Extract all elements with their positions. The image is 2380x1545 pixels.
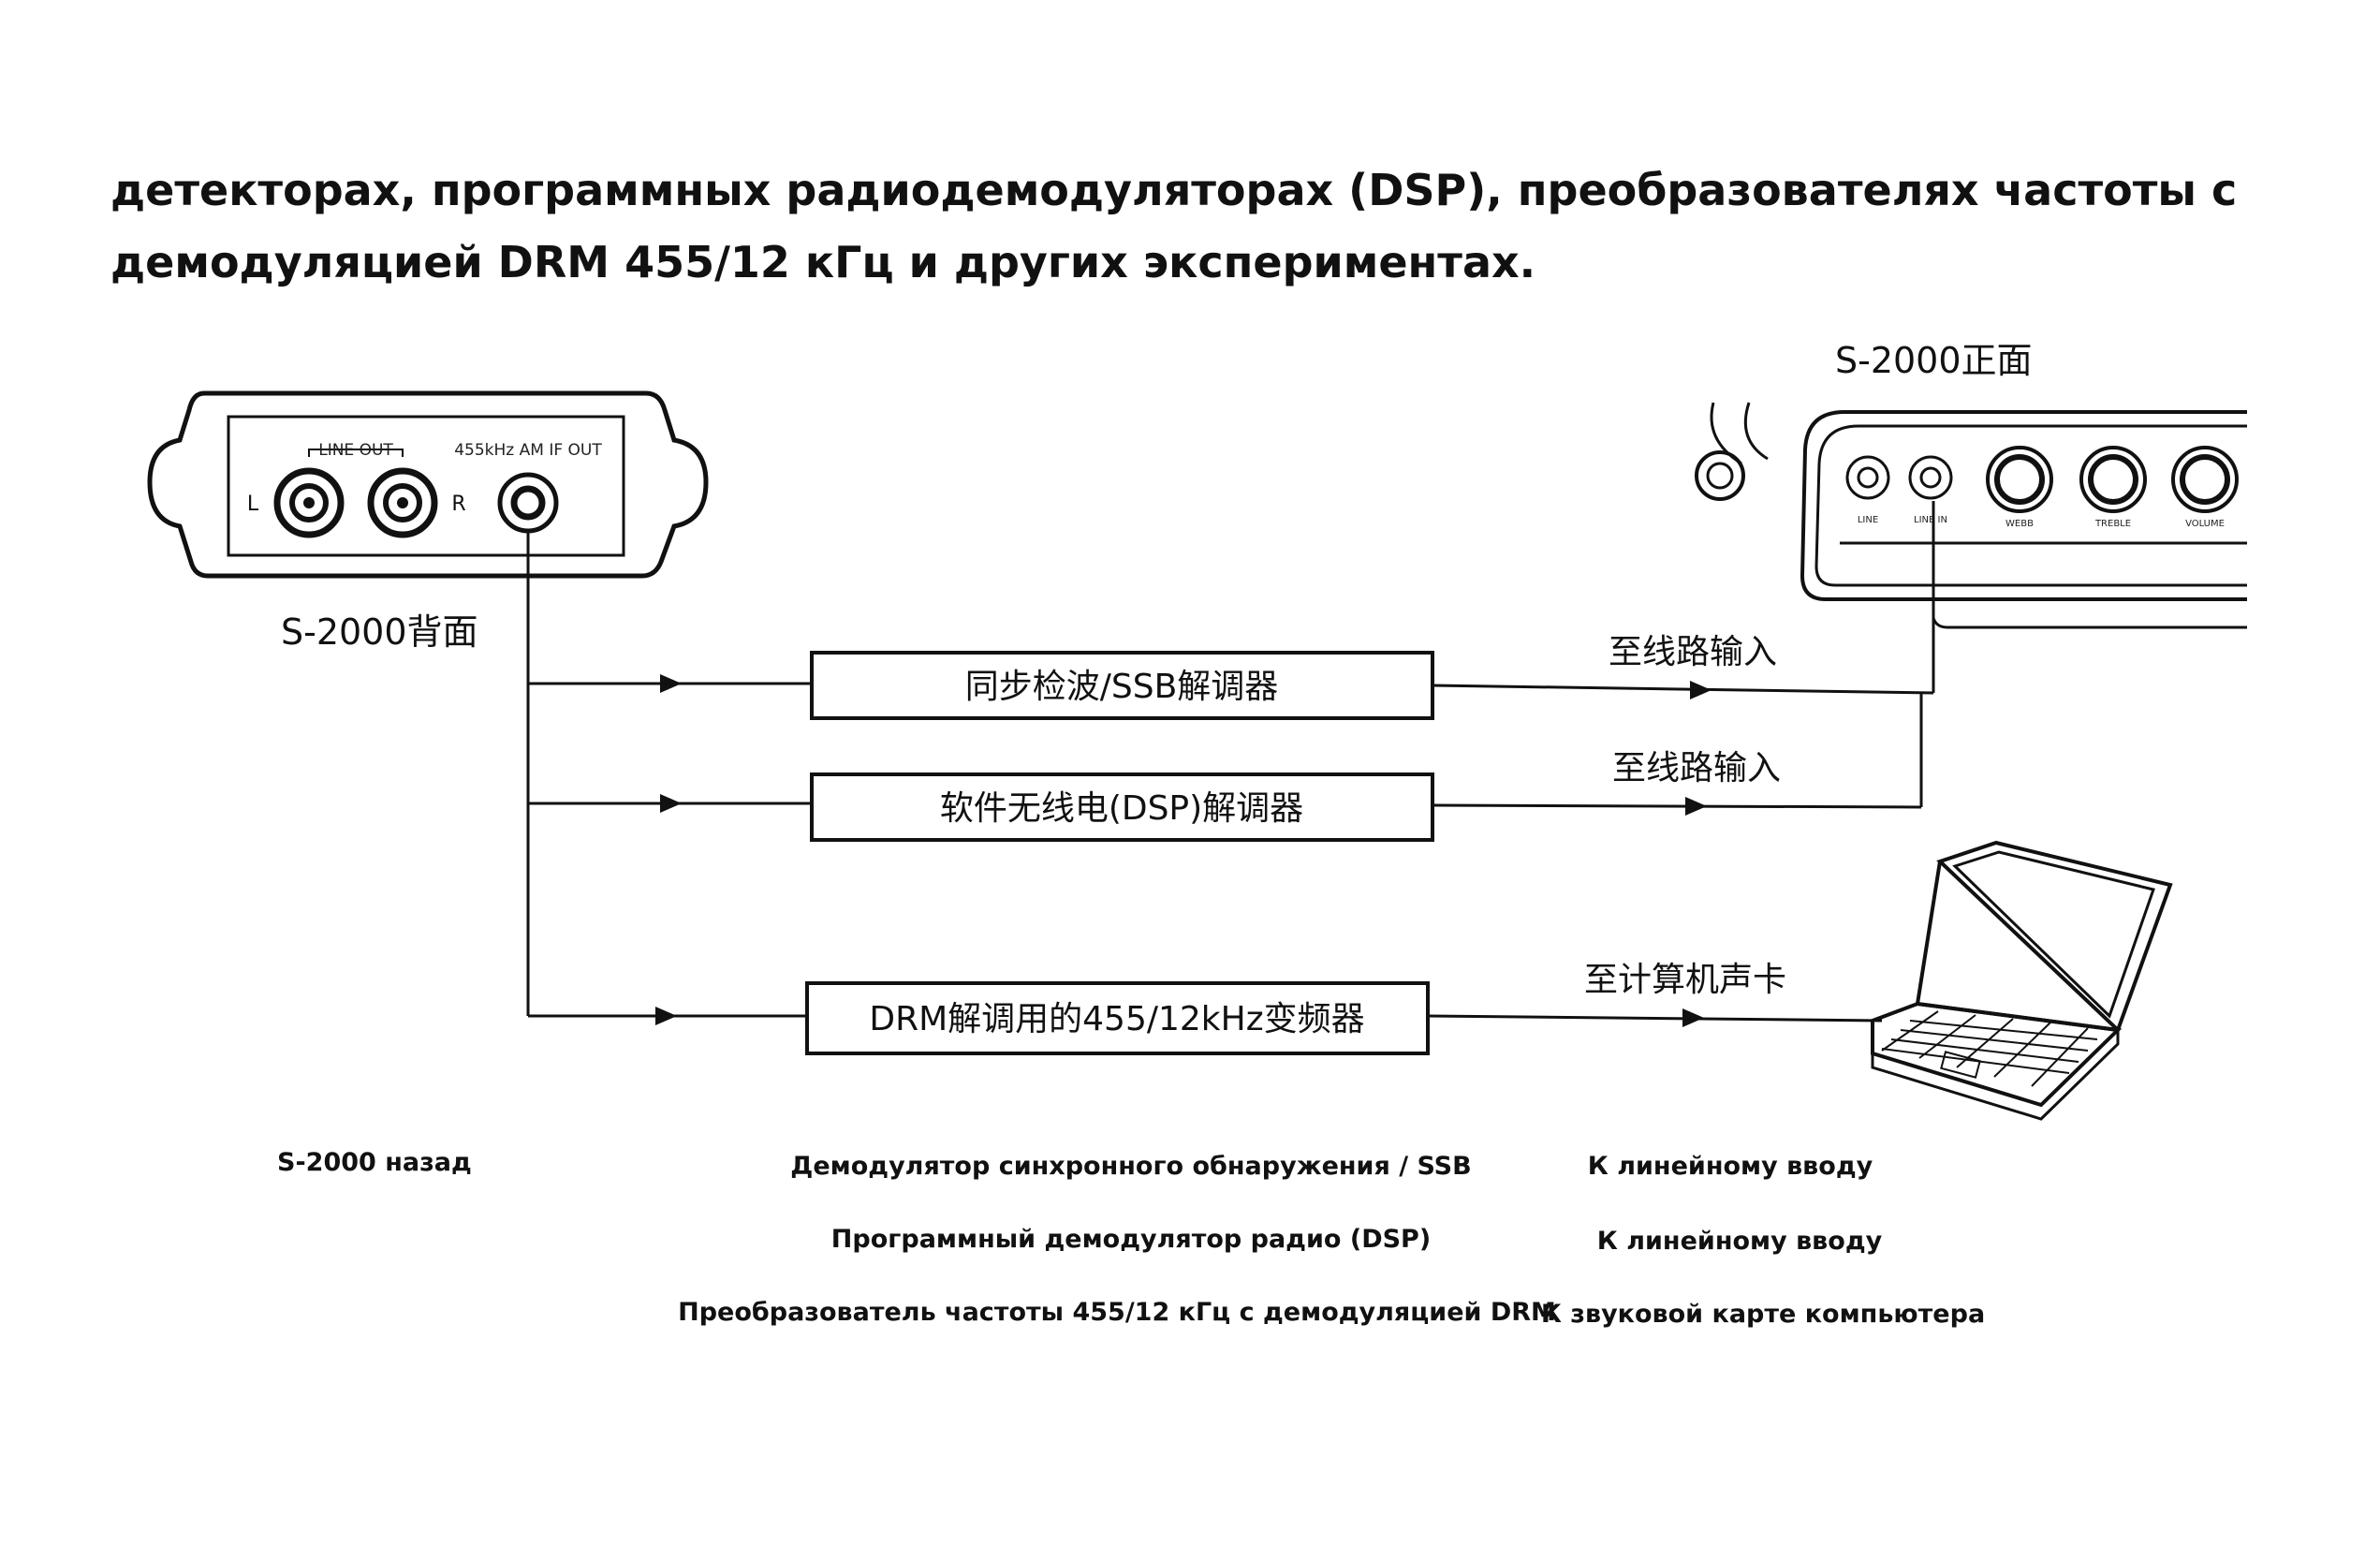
knob-label-2: TREBLE [2094,519,2131,529]
translation-output-2: К линейному вводу [1596,1227,1883,1256]
front-jack-label-1: LINE [1858,515,1878,525]
front-jack-label-2: LINE IN [1914,515,1947,525]
translation-output-1: К линейному вводу [1587,1152,1873,1181]
arrow-2-in [660,794,682,813]
heading-line-2: демодуляцией DRM 455/12 кГц и других экс… [110,237,1536,287]
if-out-jack [497,472,559,534]
box-sync-ssb-demodulator: 同步检波/SSB解调器 [810,651,1434,720]
translation-output-3: К звуковой карте компьютера [1540,1300,1986,1329]
translation-box-2: Программный демодулятор радио (DSP) [830,1225,1432,1254]
right-channel-label: R [451,493,465,516]
box-3-label: DRM解调用的455/12kHz变频器 [869,1000,1364,1038]
knob-1 [1986,446,2053,513]
rear-panel: LINE OUT 455kHz AM IF OUT L R S-2000背面 [147,390,709,653]
if-out-label: 455kHz AM IF OUT [454,441,602,460]
box-1-label: 同步检波/SSB解调器 [965,668,1279,706]
front-line-jack [1845,455,1890,500]
translation-box-3: Преобразователь частоты 455/12 кГц с дем… [678,1298,1556,1327]
knob-2 [2079,446,2147,513]
front-line-in-jack [1908,455,1953,500]
translation-box-1: Демодулятор синхронного обнаружения / SS… [790,1152,1472,1181]
output-label-2: 至线路输入 [1612,749,1781,787]
laptop-icon [1871,840,2173,1121]
output-label-1: 至线路输入 [1609,633,1777,671]
arrow-2-out [1685,797,1707,816]
knob-label-3: VOLUME [2185,519,2225,529]
output-label-3: 至计算机声卡 [1584,961,1786,999]
box-dsp-demodulator: 软件无线电(DSP)解调器 [810,772,1434,842]
front-panel: S-2000正面 [1695,340,2247,629]
rear-panel-caption: S-2000背面 [281,611,478,653]
signal-lines [526,501,1935,1027]
line-out-left-jack [273,467,345,538]
heading-line-1: детекторах, программных радиодемодулятор… [110,165,2238,215]
knob-3 [2171,446,2239,513]
arrow-1-out [1690,681,1712,699]
left-channel-label: L [247,493,259,516]
arrow-3-in [655,1007,677,1025]
box-drm-converter: DRM解调用的455/12kHz变频器 [805,981,1430,1055]
arrow-1-in [660,674,682,693]
line-out-label: LINE OUT [318,441,393,460]
box-2-label: 软件无线电(DSP)解调器 [940,789,1303,828]
arrow-3-out [1682,1008,1704,1027]
translation-rear: S-2000 назад [277,1148,472,1177]
line-out-right-jack [367,467,438,538]
front-panel-caption: S-2000正面 [1835,340,2033,381]
knob-label-1: WEBB [2005,519,2034,529]
